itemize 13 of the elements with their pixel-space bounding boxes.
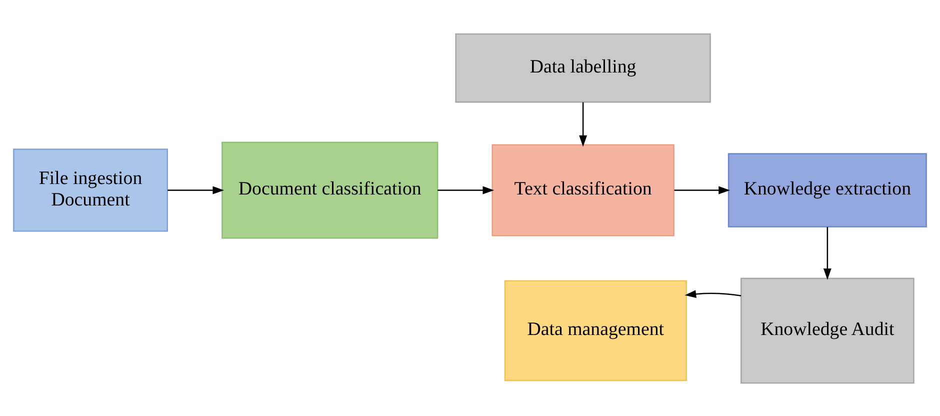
arrow — [684, 290, 742, 298]
arrow — [438, 186, 494, 194]
node-box: Document classification — [222, 141, 438, 238]
arrow — [674, 186, 730, 194]
arrow — [579, 102, 588, 146]
arrow — [823, 226, 832, 280]
node-box: Text classification — [492, 144, 674, 236]
node-box: Knowledge extraction — [728, 152, 927, 227]
node-box: Knowledge Audit — [740, 277, 914, 384]
node-box: Data labelling — [455, 32, 711, 102]
node-box: Data management — [504, 280, 687, 381]
node-box: File ingestion Document — [13, 148, 168, 232]
arrow — [168, 186, 224, 194]
